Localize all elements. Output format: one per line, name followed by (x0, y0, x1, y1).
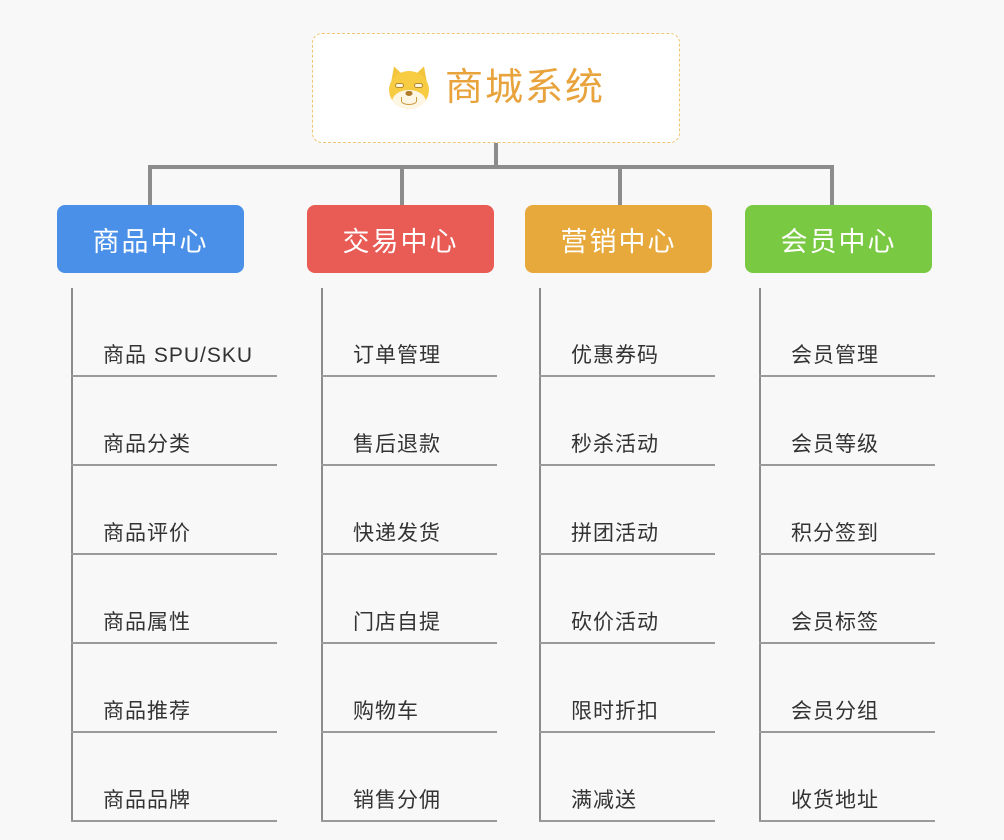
leaf-item[interactable]: 售后退款 (321, 377, 497, 466)
leaf-item-label: 优惠券码 (571, 344, 659, 367)
leaf-item-label: 售后退款 (353, 433, 441, 456)
connector-drop-1 (148, 165, 152, 207)
leaf-item[interactable]: 销售分佣 (321, 733, 497, 822)
branch-column-member-center: 会员中心 会员管理 会员等级 积分签到 会员标签 会员分组 收货地址 (745, 205, 935, 822)
leaf-item[interactable]: 砍价活动 (539, 555, 715, 644)
leaf-item[interactable]: 商品推荐 (71, 644, 277, 733)
leaf-item[interactable]: 会员分组 (759, 644, 935, 733)
connector-drop-4 (830, 165, 834, 207)
leaf-item-label: 积分签到 (791, 522, 879, 545)
leaf-item[interactable]: 快递发货 (321, 466, 497, 555)
leaf-item[interactable]: 会员等级 (759, 377, 935, 466)
leaf-item[interactable]: 商品属性 (71, 555, 277, 644)
leaf-item-label: 商品分类 (103, 433, 191, 456)
leaf-item-label: 会员标签 (791, 611, 879, 634)
leaf-item-label: 商品品牌 (103, 789, 191, 812)
leaf-item[interactable]: 商品品牌 (71, 733, 277, 822)
connector-drop-2 (400, 165, 404, 207)
branch-header-trade-center[interactable]: 交易中心 (307, 205, 494, 273)
shiba-inu-dog-icon (387, 64, 431, 110)
leaf-item-label: 订单管理 (353, 344, 441, 367)
leaf-item-label: 秒杀活动 (571, 433, 659, 456)
leaf-item[interactable]: 拼团活动 (539, 466, 715, 555)
branch-header-label: 交易中心 (342, 226, 459, 257)
leaf-item-label: 快递发货 (353, 522, 441, 545)
leaf-item[interactable]: 购物车 (321, 644, 497, 733)
leaf-item-label: 销售分佣 (353, 789, 441, 812)
leaf-item-label: 收货地址 (791, 789, 879, 812)
leaf-item[interactable]: 商品评价 (71, 466, 277, 555)
leaf-item-label: 门店自提 (353, 611, 441, 634)
branch-header-label: 营销中心 (560, 226, 677, 257)
leaf-item[interactable]: 商品 SPU/SKU (71, 288, 277, 377)
branch-header-label: 会员中心 (780, 226, 897, 257)
branch-header-label: 商品中心 (92, 226, 209, 257)
leaf-item[interactable]: 商品分类 (71, 377, 277, 466)
leaf-item-label: 商品属性 (103, 611, 191, 634)
leaf-item[interactable]: 限时折扣 (539, 644, 715, 733)
root-node-shop-system[interactable]: 商城系统 (312, 33, 680, 143)
leaf-item-label: 拼团活动 (571, 522, 659, 545)
leaf-item[interactable]: 门店自提 (321, 555, 497, 644)
leaf-item[interactable]: 积分签到 (759, 466, 935, 555)
leaf-item-label: 商品 SPU/SKU (103, 344, 254, 367)
branch-column-marketing-center: 营销中心 优惠券码 秒杀活动 拼团活动 砍价活动 限时折扣 满减送 (525, 205, 715, 822)
root-node-title: 商城系统 (444, 67, 605, 109)
leaf-item-label: 会员等级 (791, 433, 879, 456)
branch-column-trade-center: 交易中心 订单管理 售后退款 快递发货 门店自提 购物车 销售分佣 (307, 205, 497, 822)
leaf-item[interactable]: 秒杀活动 (539, 377, 715, 466)
leaf-list-member-center: 会员管理 会员等级 积分签到 会员标签 会员分组 收货地址 (745, 288, 935, 822)
leaf-item[interactable]: 会员标签 (759, 555, 935, 644)
leaf-item-label: 商品评价 (103, 522, 191, 545)
leaf-item-label: 会员管理 (791, 344, 879, 367)
leaf-item-label: 限时折扣 (571, 700, 659, 723)
leaf-item-label: 砍价活动 (571, 611, 659, 634)
leaf-item-label: 购物车 (353, 700, 419, 723)
leaf-list-product-center: 商品 SPU/SKU 商品分类 商品评价 商品属性 商品推荐 商品品牌 (57, 288, 277, 822)
leaf-item-label: 会员分组 (791, 700, 879, 723)
connector-root-stem (494, 143, 498, 167)
leaf-item[interactable]: 会员管理 (759, 288, 935, 377)
leaf-list-trade-center: 订单管理 售后退款 快递发货 门店自提 购物车 销售分佣 (307, 288, 497, 822)
branch-header-member-center[interactable]: 会员中心 (745, 205, 932, 273)
leaf-item[interactable]: 订单管理 (321, 288, 497, 377)
branch-header-product-center[interactable]: 商品中心 (57, 205, 244, 273)
branch-header-marketing-center[interactable]: 营销中心 (525, 205, 712, 273)
leaf-item-label: 商品推荐 (103, 700, 191, 723)
connector-drop-3 (618, 165, 622, 207)
leaf-item[interactable]: 满减送 (539, 733, 715, 822)
branch-column-product-center: 商品中心 商品 SPU/SKU 商品分类 商品评价 商品属性 商品推荐 商品品牌 (57, 205, 277, 822)
leaf-item[interactable]: 收货地址 (759, 733, 935, 822)
leaf-list-marketing-center: 优惠券码 秒杀活动 拼团活动 砍价活动 限时折扣 满减送 (525, 288, 715, 822)
leaf-item[interactable]: 优惠券码 (539, 288, 715, 377)
leaf-item-label: 满减送 (571, 789, 637, 812)
connector-horizontal-bus (148, 165, 834, 169)
